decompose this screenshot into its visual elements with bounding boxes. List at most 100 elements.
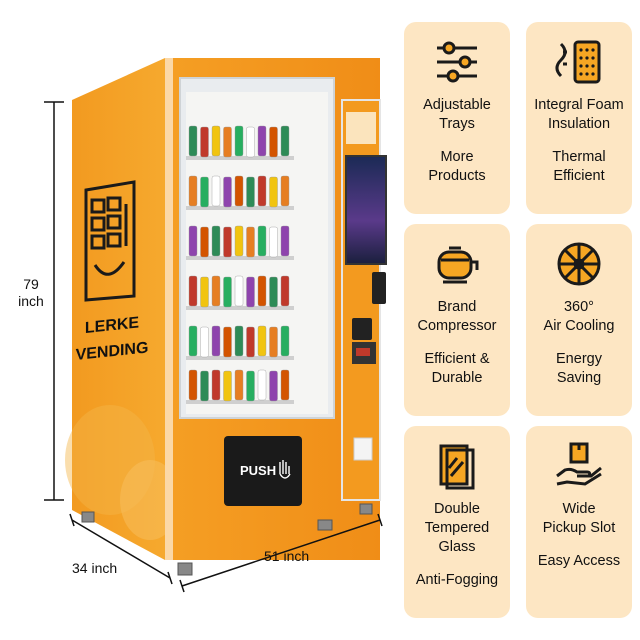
- product-bottle: [188, 325, 198, 357]
- feature-subtitle: Energy Saving: [556, 351, 602, 386]
- product-bottle: [223, 176, 232, 208]
- height-label: 79 inch: [18, 276, 44, 309]
- feature-card-tempered-glass: Double Tempered Glass Anti-Fogging: [404, 426, 510, 618]
- product-bottle: [246, 176, 255, 208]
- product-bottle: [269, 126, 278, 158]
- pickup-hand-icon: [556, 442, 602, 486]
- insulation-icon: [555, 40, 601, 84]
- feature-title: Wide Pickup Slot: [542, 501, 616, 536]
- pickup-push-door: [224, 436, 302, 506]
- product-bottle: [211, 325, 221, 357]
- feature-subtitle: Easy Access: [537, 553, 621, 569]
- product-bottle: [188, 125, 198, 157]
- height-dimension-line: [44, 101, 64, 501]
- product-bottle: [211, 225, 221, 257]
- shelf-tray: [186, 256, 294, 260]
- sliders-icon: [437, 41, 477, 83]
- product-bottle: [246, 370, 255, 402]
- feature-card-pickup-slot: Wide Pickup Slot Easy Access: [526, 426, 632, 618]
- product-bottle: [200, 226, 209, 258]
- coin-slot: [352, 318, 372, 340]
- product-bottle: [269, 326, 278, 358]
- product-bottle: [223, 226, 232, 258]
- product-bottle: [234, 125, 244, 157]
- shelf-tray: [186, 206, 294, 210]
- product-bottle: [188, 275, 198, 307]
- product-bottle: [200, 126, 209, 158]
- product-bottle: [280, 125, 290, 157]
- feature-subtitle: Anti-Fogging: [415, 572, 499, 588]
- shelf-tray: [186, 156, 294, 160]
- brand-text-line1: LERKE: [85, 313, 139, 337]
- product-bottle: [223, 370, 232, 402]
- product-bottle: [200, 370, 209, 402]
- product-bottle: [269, 370, 278, 402]
- product-bottle: [234, 225, 244, 257]
- depth-dimension-line: [69, 513, 173, 585]
- shelf-tray: [186, 400, 294, 404]
- product-bottle: [280, 175, 290, 207]
- width-label: 51 inch: [264, 548, 310, 564]
- hand-push-icon: [279, 460, 291, 479]
- shelf-tray: [186, 356, 294, 360]
- vending-machine-illustration: PUSH LERKE VENDING: [44, 58, 387, 593]
- product-bottle: [211, 275, 221, 307]
- glass-icon: [439, 444, 475, 490]
- feature-subtitle: Efficient & Durable: [424, 351, 490, 386]
- product-bottle: [257, 369, 267, 401]
- depth-label: 34 inch: [72, 560, 118, 576]
- product-shelves: [186, 125, 294, 404]
- product-bottle: [257, 125, 267, 157]
- compressor-icon: [437, 246, 479, 284]
- product-bottle: [188, 369, 198, 401]
- product-bottle: [223, 326, 232, 358]
- product-bottle: [257, 175, 267, 207]
- product-bottle: [280, 225, 290, 257]
- feature-subtitle: Thermal Efficient: [552, 149, 606, 184]
- feature-title: Double Tempered Glass: [424, 501, 490, 555]
- product-bottle: [234, 275, 244, 307]
- product-bottle: [269, 276, 278, 308]
- coin-return: [353, 437, 373, 461]
- feature-card-adjustable-trays: Adjustable Trays More Products: [404, 22, 510, 214]
- feature-subtitle: More Products: [428, 149, 486, 184]
- feature-title: 360° Air Cooling: [543, 299, 615, 334]
- product-bottle: [211, 175, 221, 207]
- fan-icon: [557, 242, 601, 286]
- feature-card-foam-insulation: Integral Foam Insulation Thermal Efficie…: [526, 22, 632, 214]
- machine-feet: [81, 503, 373, 576]
- product-bottle: [234, 369, 244, 401]
- machine-side-panel: [72, 58, 165, 560]
- product-bottle: [257, 325, 267, 357]
- product-bottle: [246, 276, 255, 308]
- product-bottle: [246, 126, 255, 158]
- vending-logo-icon: [84, 180, 136, 302]
- product-bottle: [246, 326, 255, 358]
- width-dimension-line: [179, 513, 383, 593]
- product-bottle: [188, 175, 198, 207]
- svg-text:PUSH: PUSH: [240, 463, 276, 478]
- product-bottle: [257, 225, 267, 257]
- product-bottle: [200, 326, 209, 358]
- product-bottle: [269, 226, 278, 258]
- product-bottle: [211, 369, 221, 401]
- product-bottle: [200, 176, 209, 208]
- touch-screen: [345, 155, 387, 265]
- product-bottle: [234, 325, 244, 357]
- product-bottle: [188, 225, 198, 257]
- feature-title: Adjustable Trays: [423, 97, 491, 132]
- feature-card-brand-compressor: Brand Compressor Efficient & Durable: [404, 224, 510, 416]
- product-bottle: [280, 325, 290, 357]
- product-bottle: [246, 226, 255, 258]
- product-bottle: [211, 125, 221, 157]
- product-bottle: [280, 369, 290, 401]
- product-bottle: [200, 276, 209, 308]
- feature-title: Brand Compressor: [417, 299, 497, 334]
- product-bottle: [223, 126, 232, 158]
- card-reader: [372, 272, 386, 304]
- feature-title: Integral Foam Insulation: [534, 97, 624, 132]
- product-bottle: [280, 275, 290, 307]
- product-bottle: [223, 276, 232, 308]
- product-bottle: [234, 175, 244, 207]
- product-bottle: [269, 176, 278, 208]
